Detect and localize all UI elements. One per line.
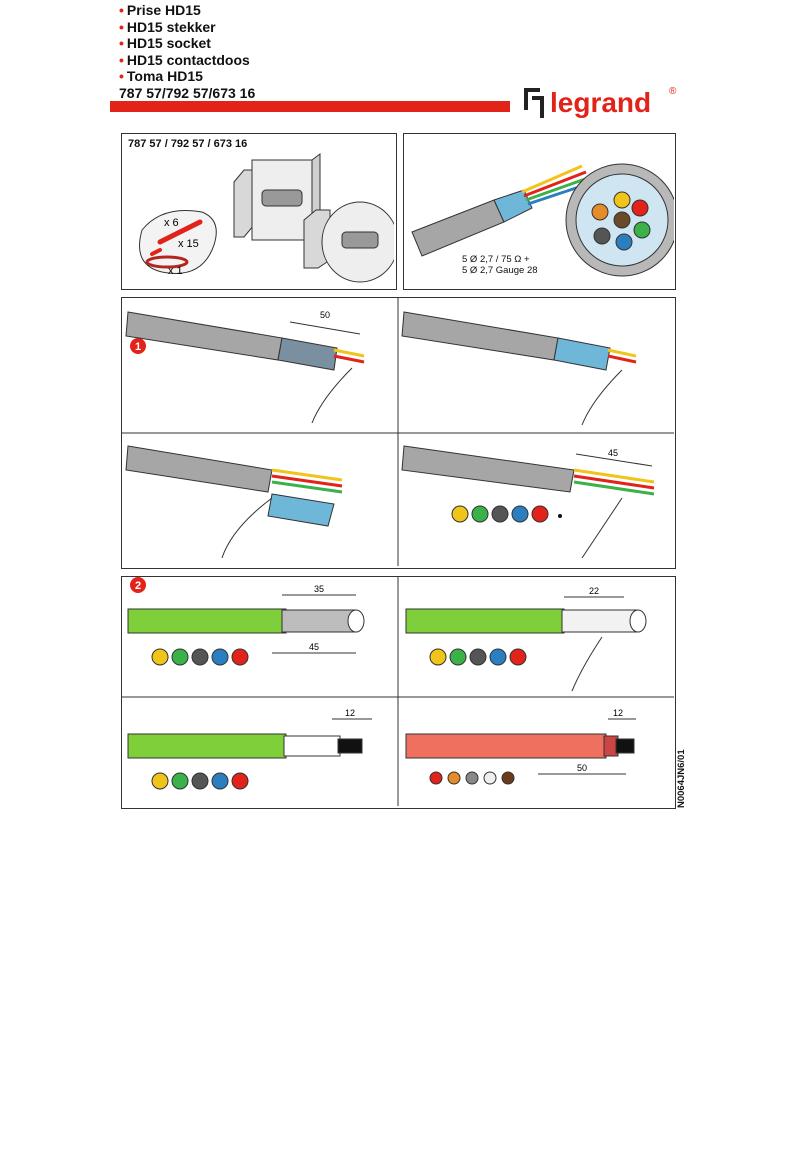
dim-22: 22 (589, 586, 599, 596)
step-1-illustrations: 1 50 45 (122, 298, 674, 566)
product-illustration: x 6 x 15 x 1 (139, 153, 394, 283)
title-line: •HD15 stekker (119, 18, 216, 35)
logo-wordmark: legrand (550, 87, 651, 118)
document-code: N0064JN6/01 (676, 749, 687, 808)
step-2-illustrations: 2 35 45 22 12 12 50 (122, 577, 674, 806)
kit-qty-15: x 15 (178, 238, 199, 250)
cable-spec: 5 Ø 2,7 / 75 Ω + 5 Ø 2,7 Gauge 28 (462, 254, 538, 276)
cable-illustration (411, 163, 674, 277)
title-line: •HD15 contactdoos (119, 51, 250, 68)
dim-45-step2: 45 (309, 642, 319, 652)
title-line: •Prise HD15 (119, 2, 201, 18)
dim-50: 50 (320, 310, 330, 320)
title-line: •Toma HD15 (119, 68, 203, 84)
red-header-bar (110, 101, 510, 112)
dim-45: 45 (608, 448, 618, 458)
dim-12-right: 12 (613, 708, 623, 718)
kit-qty-1: x 1 (168, 265, 183, 277)
step-1-badge: 1 (135, 341, 141, 353)
step-2-badge: 2 (135, 580, 141, 592)
dim-50-step2: 50 (577, 763, 587, 773)
legrand-logo: legrand ® (524, 86, 677, 118)
product-codes: 787 57 / 792 57 / 673 16 (128, 138, 248, 150)
registered-mark: ® (669, 86, 677, 97)
kit-qty-6: x 6 (164, 217, 179, 229)
reference-numbers: 787 57/792 57/673 16 (119, 84, 256, 101)
dim-35: 35 (314, 584, 324, 594)
dim-12-left: 12 (345, 708, 355, 718)
title-line: •HD15 socket (119, 35, 211, 51)
title-block: •Prise HD15 •HD15 stekker •HD15 socket •… (119, 2, 255, 101)
